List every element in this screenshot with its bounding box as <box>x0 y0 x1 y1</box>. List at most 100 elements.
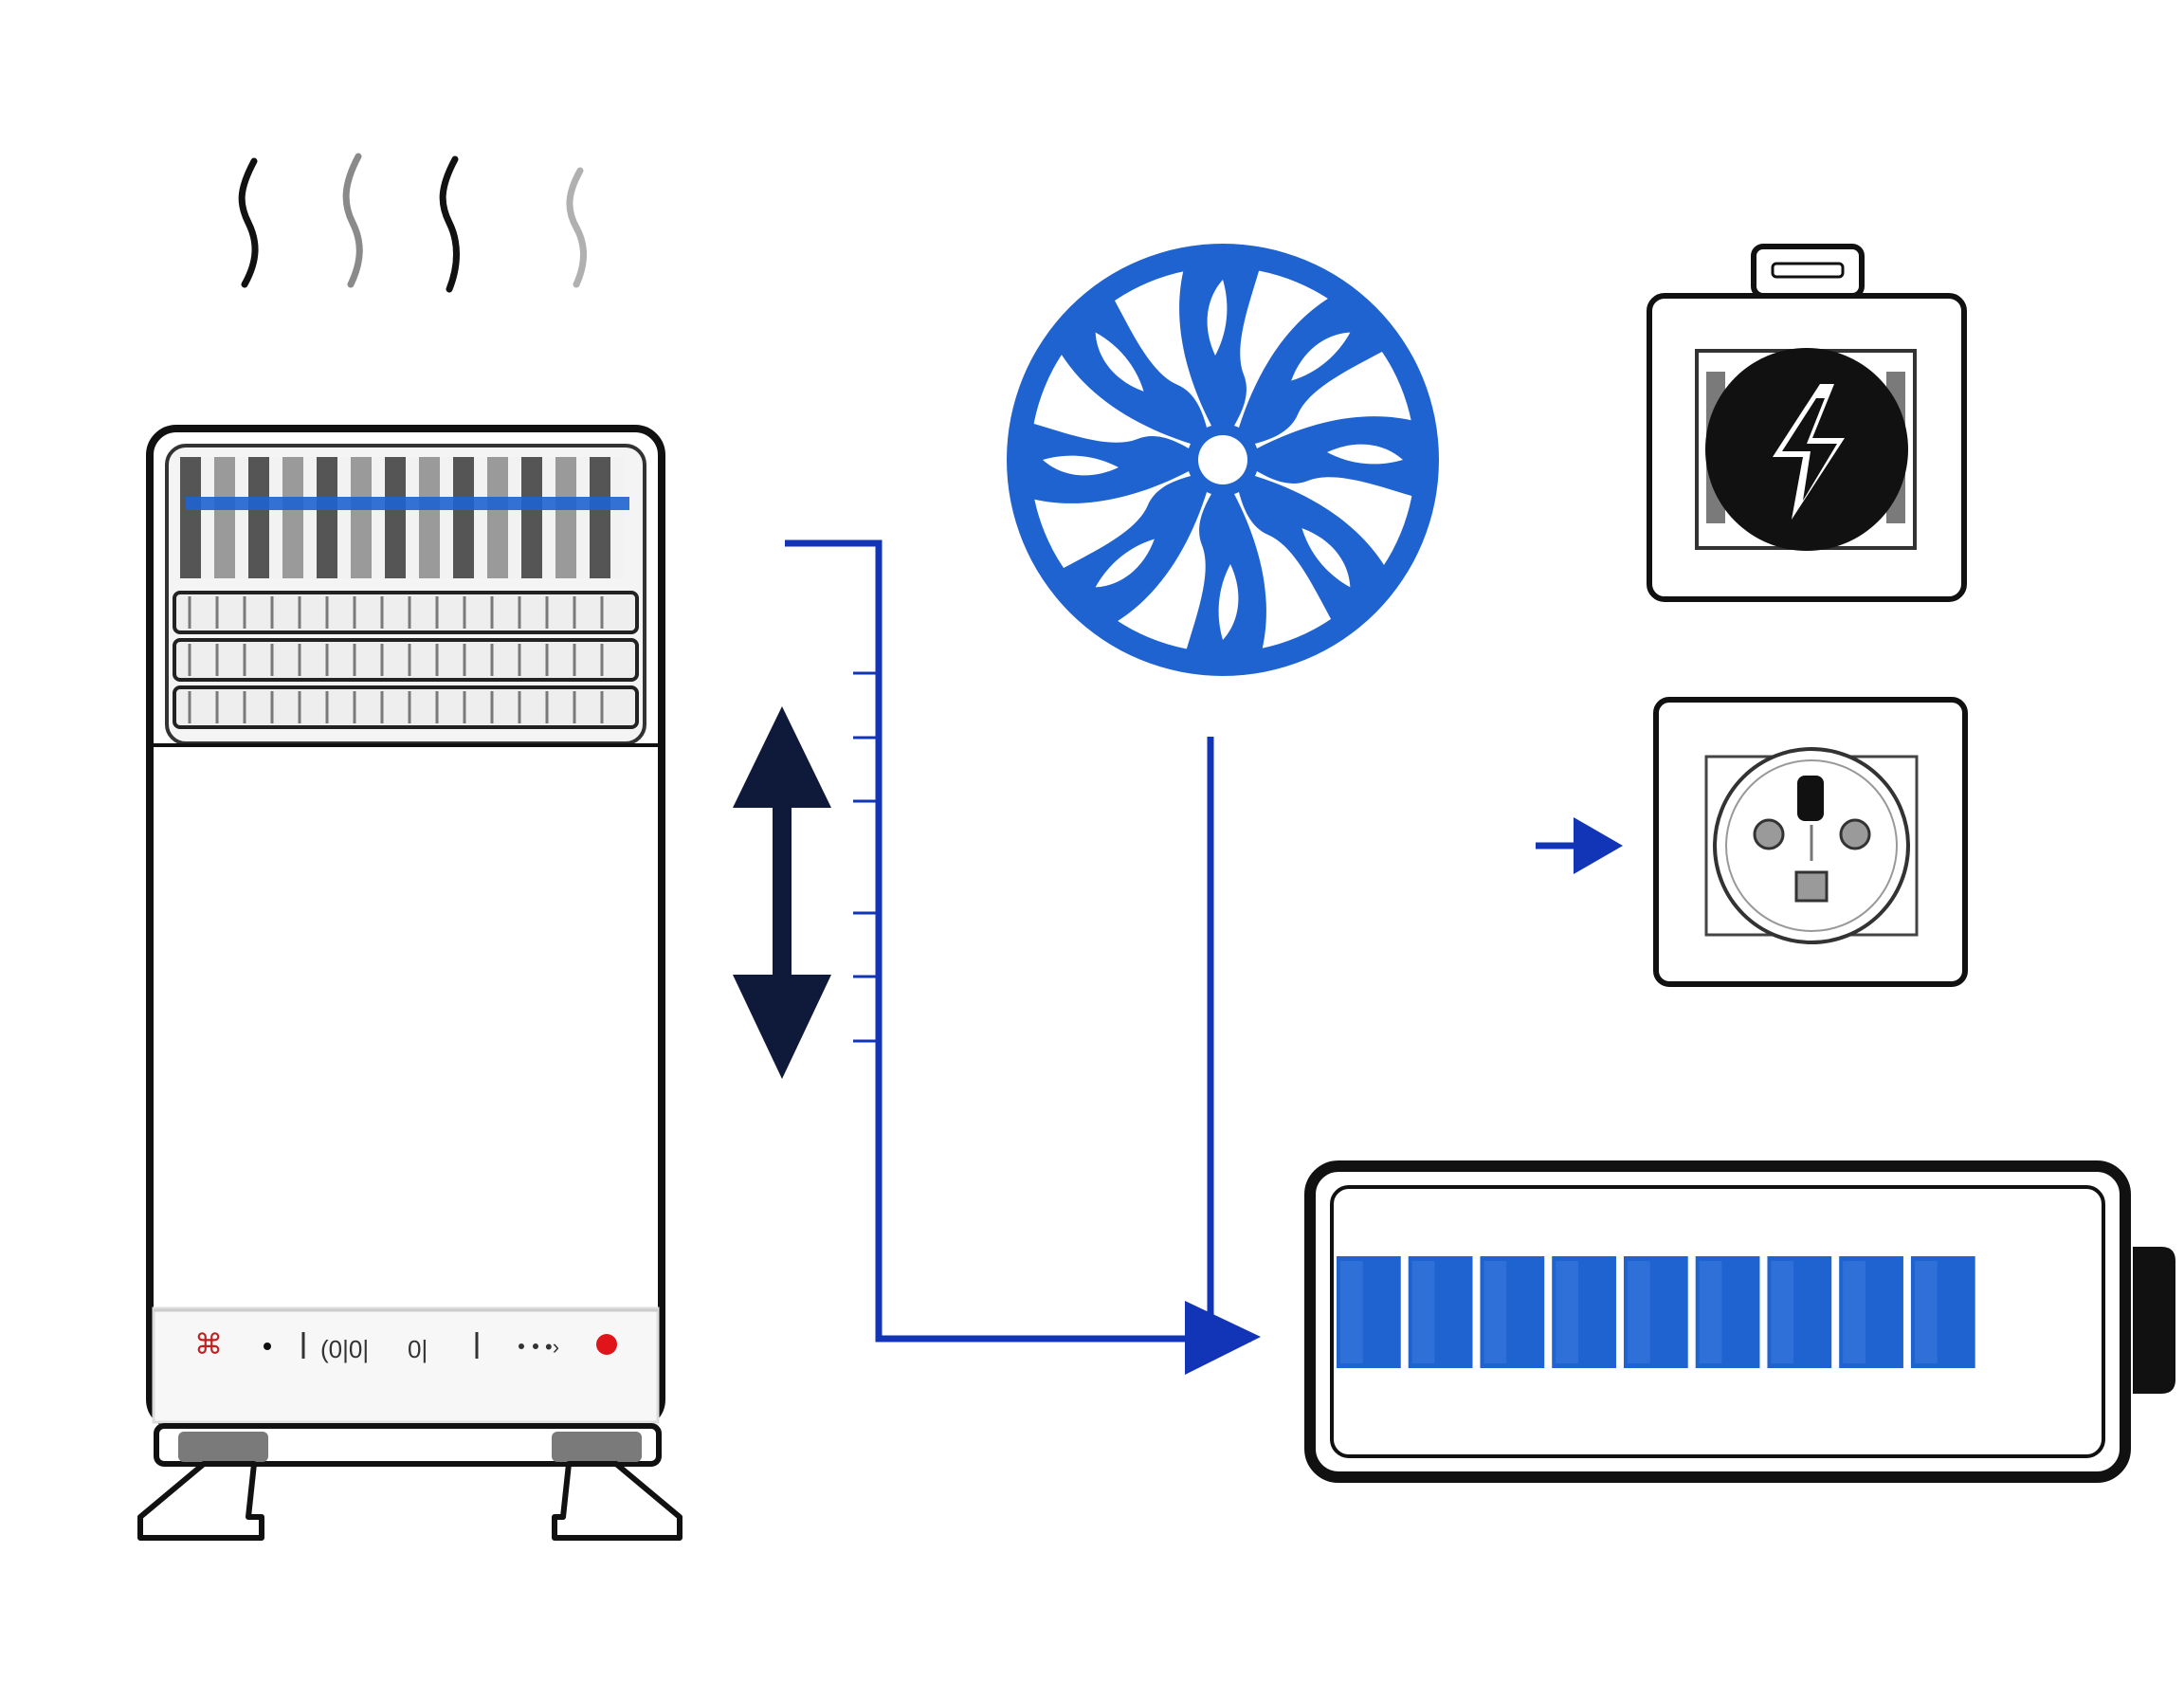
heater-mode-icon: ⌘ <box>194 1329 223 1361</box>
heat-wave <box>566 167 587 288</box>
battery-segment-highlight <box>1627 1261 1650 1363</box>
wall-socket-icon <box>1653 697 1968 987</box>
heat-waves-icon <box>238 153 587 293</box>
arrow-up-head <box>733 706 831 808</box>
fan-blade-cutout <box>1327 444 1403 465</box>
lightning-bolt-inner <box>1782 398 1837 501</box>
grille-fin <box>555 457 576 578</box>
heater-small-icon: •› <box>545 1335 559 1359</box>
connector-line <box>785 539 1253 1343</box>
socket-ground-pin <box>1797 776 1824 821</box>
lightning-bolt-icon <box>1773 384 1845 520</box>
fan-blade-cutout <box>1207 280 1228 356</box>
battery-icon <box>1304 1160 2175 1483</box>
fan-blade <box>1058 475 1208 625</box>
heater-knob-icon: (0|0| <box>320 1335 369 1363</box>
double-headed-vertical-arrow-icon <box>733 706 831 1079</box>
heater-base-plate <box>154 1423 662 1467</box>
arrow-down-head <box>733 975 831 1079</box>
battery-segment-highlight <box>1340 1261 1363 1363</box>
battery-segment-highlight <box>1699 1261 1722 1363</box>
grille-fin <box>180 457 201 578</box>
grille-row <box>173 685 639 729</box>
fan-hub-center <box>1198 435 1247 484</box>
grille-gap <box>201 457 214 578</box>
power-supply-handle-slot <box>1771 262 1845 279</box>
grille-fin <box>521 457 542 578</box>
fan-blade-cutout <box>1218 564 1239 640</box>
grille-gap <box>337 457 351 578</box>
grille-gap <box>440 457 453 578</box>
fan-blade <box>1238 295 1388 445</box>
socket-hole-left <box>1753 818 1785 850</box>
grille-fin <box>351 457 372 578</box>
fan-to-battery-connector <box>1185 737 1261 1375</box>
grille-gap <box>610 457 624 578</box>
fan-blade-cutout <box>1095 539 1155 588</box>
heat-wave <box>439 155 460 293</box>
grille-gap <box>303 457 317 578</box>
space-heater-icon: ⌘ (0|0| 0| •› <box>137 425 682 1541</box>
grille-gap <box>269 457 282 578</box>
grille-row <box>173 638 639 682</box>
fan-icon <box>1007 244 1439 676</box>
heater-control-panel <box>152 1306 660 1424</box>
heater-grille-blue-band <box>186 497 629 510</box>
heater-foot-pad-right <box>552 1432 642 1462</box>
grille-fin <box>385 457 406 578</box>
fan-blade <box>1058 295 1208 445</box>
fan-blade <box>1028 422 1189 503</box>
grille-fin <box>419 457 440 578</box>
socket-ground-clip <box>1794 870 1829 903</box>
heater-dot <box>533 1343 538 1349</box>
connector-arrowhead <box>1185 1301 1261 1375</box>
fan-blade <box>1238 475 1388 625</box>
socket-arrow-head <box>1574 817 1623 874</box>
grille-gap <box>542 457 555 578</box>
grille-gap <box>576 457 590 578</box>
fan-blade-cutout <box>1301 528 1351 588</box>
socket-hole-right <box>1839 818 1871 850</box>
grille-fin <box>487 457 508 578</box>
grille-gap <box>372 457 385 578</box>
heater-dot <box>264 1343 271 1350</box>
grille-fin <box>590 457 610 578</box>
arrow-right-icon <box>1536 817 1623 874</box>
fan-blade-cutout <box>1291 332 1351 381</box>
grille-fin <box>282 457 303 578</box>
fan-blades <box>1028 265 1418 655</box>
arrow-shaft <box>773 801 792 981</box>
heat-wave <box>342 153 363 288</box>
grille-fin <box>317 457 337 578</box>
grille-row <box>173 591 639 634</box>
grille-fin <box>248 457 269 578</box>
ruler-ticks <box>853 671 879 1043</box>
fan-blade <box>1257 416 1418 498</box>
battery-lightning-icon <box>1647 244 1967 602</box>
battery-segment-highlight <box>1843 1261 1866 1363</box>
heater-power-indicator <box>596 1334 617 1355</box>
fan-blade-cutout <box>1043 455 1119 476</box>
battery-charge-fill <box>1337 1256 1975 1368</box>
battery-segment-highlight <box>1771 1261 1794 1363</box>
grille-gap <box>508 457 521 578</box>
heater-foot-pad-left <box>178 1432 268 1462</box>
heater-knob-icon-2: 0| <box>408 1335 428 1363</box>
heater-dot <box>519 1343 524 1349</box>
grille-fin <box>453 457 474 578</box>
heater-leg-left <box>137 1461 264 1541</box>
battery-segment-highlight <box>1914 1261 1938 1363</box>
battery-segment-highlight <box>1556 1261 1578 1363</box>
heater-grille-top <box>180 457 624 578</box>
heater-to-battery-connector <box>785 539 1253 1343</box>
fan-blade <box>1179 265 1261 426</box>
fan-blade <box>1185 494 1266 655</box>
battery-terminal <box>2133 1247 2175 1394</box>
heat-wave <box>238 157 259 288</box>
grille-gap <box>474 457 487 578</box>
battery-segment-highlight <box>1411 1261 1435 1363</box>
grille-fin <box>214 457 235 578</box>
heater-leg-right <box>552 1461 682 1541</box>
fan-blade-cutout <box>1095 332 1144 392</box>
